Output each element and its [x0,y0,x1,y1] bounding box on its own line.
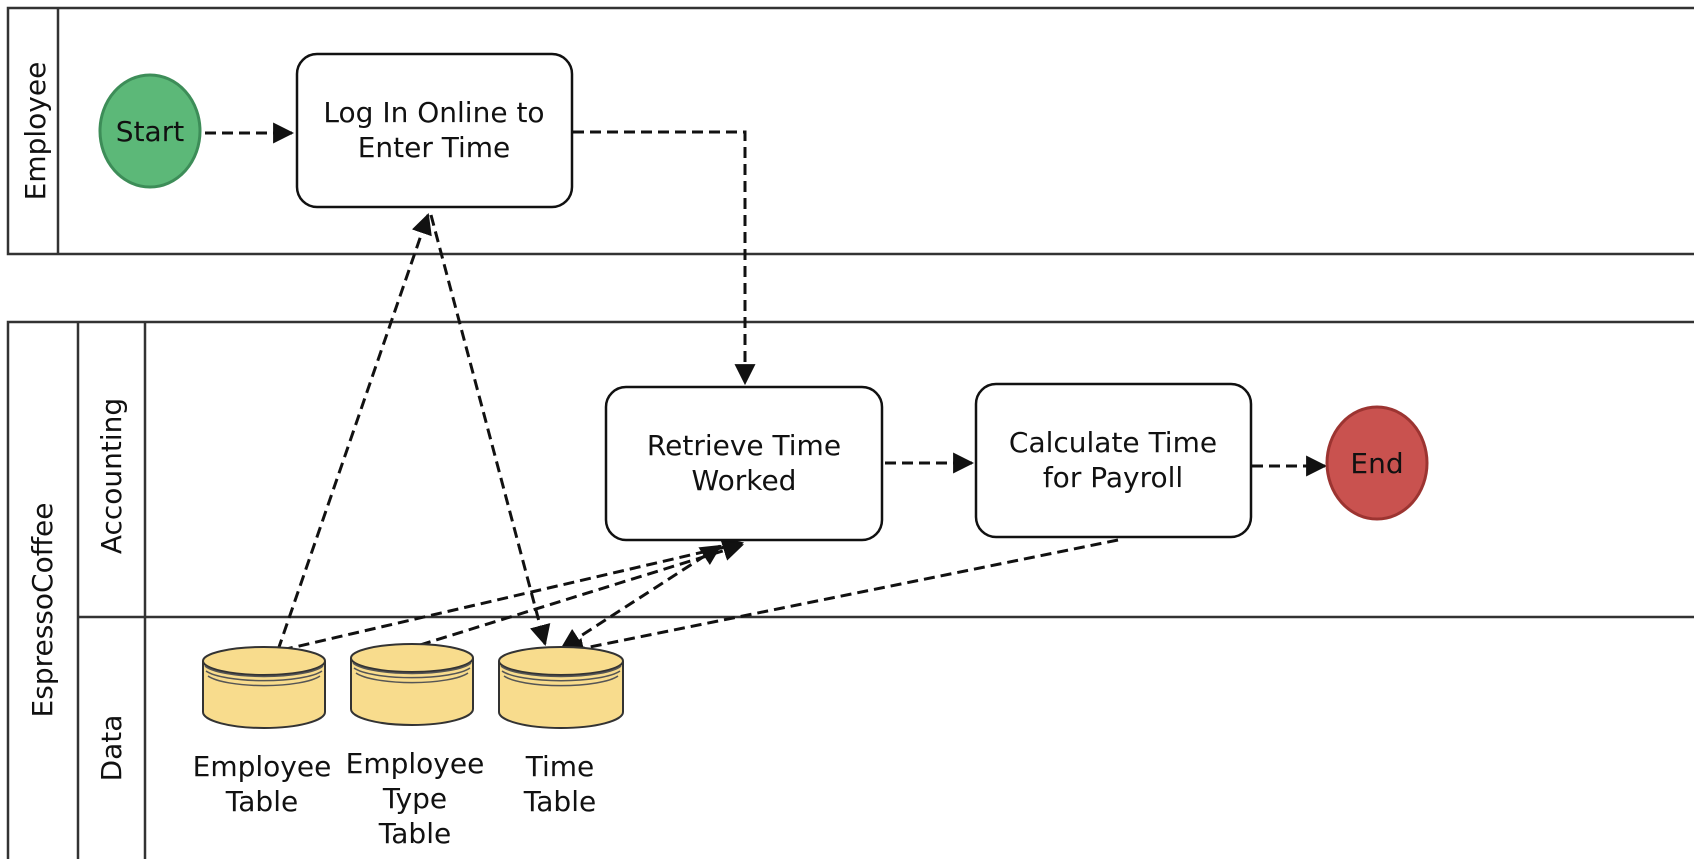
time-table-line2: Table [523,785,596,818]
task-log-in-online-line2: Enter Time [358,131,511,164]
task-retrieve-time-worked: Retrieve Time Worked [604,385,884,542]
assoc-calculate-to-time-table [562,538,1119,659]
assoc-employee-table-to-login [276,213,432,651]
assoc-login-to-time-table [429,214,551,647]
start-event: Start [98,73,202,189]
end-event: End [1325,405,1429,521]
data-store-time-table: Time Table [498,646,624,818]
assoc-retrieve-time-table [560,544,722,650]
task-log-in-online: Log In Online to Enter Time [295,52,574,209]
employee-type-table-line3: Table [378,817,451,850]
employee-pool: Employee [6,6,1694,256]
task-retrieve-line1: Retrieve Time [647,429,841,462]
espressocoffee-pool: EspressoCoffee Accounting Data [6,320,1694,859]
time-table-line1: Time [525,750,595,783]
employee-type-table-line1: Employee [346,747,485,780]
end-label: End [1350,447,1403,480]
start-label: Start [116,115,184,148]
sequence-flows [205,122,1328,477]
task-retrieve-line2: Worked [692,464,797,497]
employee-table-line1: Employee [193,750,332,783]
assoc-employee-table-to-retrieve [281,537,745,652]
task-calculate-line1: Calculate Time [1009,426,1217,459]
task-log-in-online-line1: Log In Online to [323,96,544,129]
data-store-employee-type-table: Employee Type Table [346,643,485,850]
data-store-employee-table: Employee Table [193,646,332,818]
task-calculate-time-for-payroll: Calculate Time for Payroll [974,382,1253,539]
data-lane-label: Data [95,715,128,782]
assoc-employee-type-table-to-retrieve [419,540,745,647]
employee-table-line2: Table [225,785,298,818]
accounting-lane-label: Accounting [95,398,128,554]
employee-pool-label: Employee [19,62,52,201]
espressocoffee-pool-label: EspressoCoffee [26,503,59,718]
flow-login-to-retrieve [573,130,756,386]
task-calculate-line2: for Payroll [1043,461,1183,494]
employee-type-table-line2: Type [382,782,447,815]
data-associations [276,213,1119,659]
